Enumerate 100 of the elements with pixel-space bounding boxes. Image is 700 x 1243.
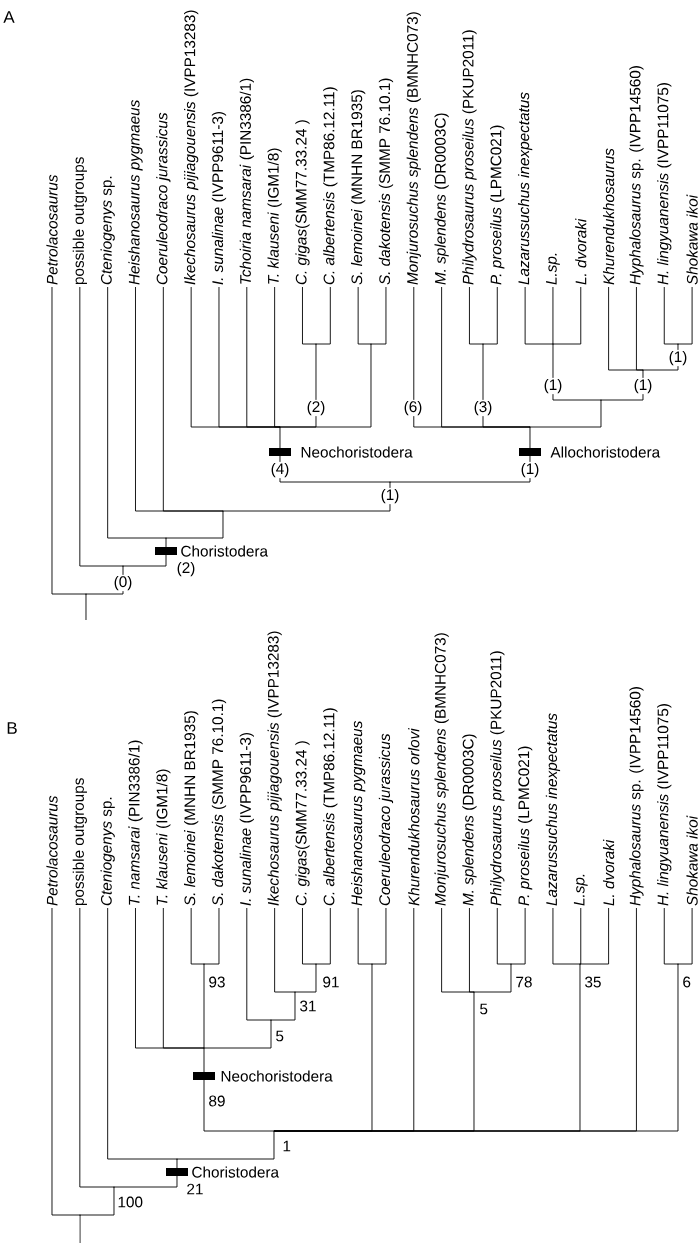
support-value: (1) [519, 461, 541, 479]
support-value: (2) [305, 399, 327, 417]
taxon-label: M. splendens (DR0003C) [434, 113, 449, 285]
taxon-label: C. albertensis (TMP86.12.11) [323, 87, 338, 285]
taxon-label: Petrolacosaurus [46, 174, 58, 285]
taxon-label: Cteniogenys sp. [100, 797, 115, 906]
branch-line [552, 286, 582, 345]
branch-line [122, 537, 167, 567]
branch-line [246, 907, 272, 1021]
taxon-label: S. dakotensis (SMMP 76.10.1) [378, 78, 394, 285]
branch-line [176, 1130, 275, 1160]
branch-line [635, 286, 644, 371]
taxon-label: C. albertensis (TMP86.12.11) [323, 708, 338, 906]
support-value: (2) [177, 561, 195, 577]
taxon-label: Khurendukhosaurus [603, 148, 615, 285]
support-value: (6) [402, 399, 424, 417]
branch-line [85, 593, 87, 621]
support-value: (1) [379, 487, 401, 505]
taxon-label: Heishanosaurus pygmaeus [351, 721, 366, 906]
branch-line [510, 907, 526, 965]
taxon-label: Monjurosuchus splendens (BMNHC073) [406, 12, 421, 285]
taxon-label: Tchoiria namsarai (PIN3386/1) [239, 78, 254, 284]
taxon-label: Ikechosaurus pijiagouensis (IVPP13283) [267, 631, 282, 906]
branch-line [113, 1158, 178, 1188]
support-value: 100 [118, 1196, 143, 1208]
branch-line [79, 286, 124, 567]
branch-line [270, 991, 296, 1021]
branch-line [302, 286, 317, 345]
taxon-label: C. gigas(SMM77.33.24 ) [295, 741, 310, 906]
clade-label: Neochoristodera [301, 446, 413, 458]
taxon-label: Khurendukhosaurus orlovi [408, 728, 420, 906]
branch-line [165, 510, 224, 539]
taxon-label: P. proseilus (LPMC021) [518, 746, 533, 906]
branch-line [473, 963, 512, 993]
support-value: (3) [472, 399, 494, 417]
branch-line [203, 963, 205, 1049]
support-value: 1 [283, 1140, 291, 1152]
taxon-label: T. klauseni (IGM1/8) [267, 148, 282, 284]
support-value: (0) [112, 574, 134, 592]
branch-line [85, 565, 124, 595]
taxon-label: I. sunalinae (IVPP9611-3) [239, 732, 254, 906]
branch-line [552, 343, 602, 401]
branch-line [203, 1019, 272, 1049]
taxon-label: I. sunalinae (IVPP9611-3) [211, 111, 227, 285]
branch-line [51, 907, 81, 1216]
branch-line [222, 481, 391, 512]
branch-line [203, 907, 220, 965]
taxon-label: T. namsarai (PIN3386/1) [128, 740, 143, 905]
taxon-label: S. lemoinei (MNHN BR1935) [184, 711, 199, 906]
taxon-label: Philydrosaurus proseilus (PKUP2011) [462, 30, 477, 285]
branch-line [190, 907, 205, 965]
branch-line [370, 286, 387, 345]
panel-letter: A [3, 11, 15, 23]
support-value: (1) [632, 377, 654, 395]
branch-line [552, 286, 554, 345]
support-value: 78 [516, 976, 532, 988]
branch-line [315, 907, 331, 965]
taxon-label: T. klauseni (IGM1/8) [156, 769, 171, 905]
clade-label: Neochoristodera [221, 1070, 333, 1082]
branch-line [79, 1214, 81, 1243]
taxon-label: Hyphalosaurus sp. (IVPP14560) [629, 687, 644, 906]
clade-label: Choristodera [181, 545, 269, 557]
taxon-label: Shokawa ikoi [686, 815, 698, 906]
branch-line [203, 1047, 275, 1132]
branch-line [663, 286, 679, 345]
clade-label: Allochoristodera [550, 446, 661, 458]
branch-line [273, 963, 679, 1132]
support-value: (1) [542, 377, 564, 395]
taxon-label: Coeruleodraco jurassicus [378, 733, 394, 906]
branch-line [579, 907, 582, 965]
branch-line [302, 907, 317, 965]
branch-line [663, 907, 679, 965]
branch-line [107, 286, 167, 539]
branch-line [371, 907, 387, 965]
taxon-label: H. lingyuanensis (IVPP11075) [657, 83, 672, 285]
taxon-label: L.sp. [573, 874, 588, 906]
branch-line [389, 426, 531, 483]
branch-line [274, 907, 296, 993]
taxon-label: M. splendens (DR0003C) [462, 734, 477, 906]
branch-line [79, 1186, 115, 1216]
branch-line [294, 963, 317, 993]
branch-line [524, 286, 554, 345]
support-value: 89 [209, 1095, 225, 1107]
branch-line [51, 286, 87, 595]
branch-line [107, 907, 178, 1160]
taxon-label: P. proseilus (LPMC021) [490, 125, 505, 285]
support-value: 31 [300, 1000, 316, 1012]
taxon-label: L. dvoraki [575, 218, 587, 285]
branch-line [357, 907, 373, 965]
branch-line [79, 907, 115, 1188]
support-value: 21 [187, 1183, 203, 1195]
branch-line [482, 286, 498, 345]
branch-line [552, 907, 581, 965]
taxon-label: Philydrosaurus proseilus (PKUP2011) [490, 651, 505, 906]
taxon-label: Heishanosaurus pygmaeus [128, 100, 143, 285]
taxon-label: Hyphalosaurus sp. (IVPP14560) [629, 66, 644, 285]
support-value: 6 [683, 976, 691, 988]
support-value: (4) [269, 461, 291, 479]
branch-line [677, 907, 693, 965]
branch-line [279, 343, 372, 428]
